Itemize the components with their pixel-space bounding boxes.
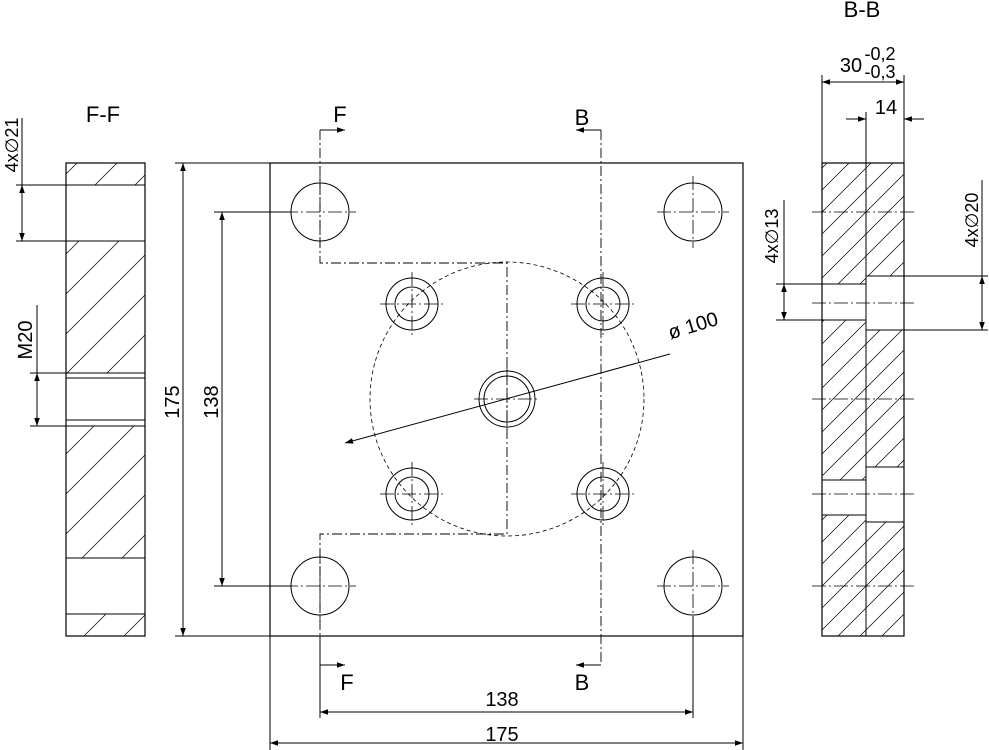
section-ff-view: F-F 4x∅21 M20	[2, 102, 146, 637]
counterbored-hole	[571, 462, 635, 526]
height-overall-dimension: 175	[162, 385, 184, 418]
ff-hatch-lower	[66, 426, 145, 558]
bolt-circle-leader	[344, 353, 671, 444]
bolt-circle-dimension: ø 100	[666, 308, 721, 344]
section-bb-view: B-B 30 -0,2 -0,3 14	[762, 0, 988, 637]
ff-hatch-bottom	[66, 614, 145, 636]
ff-holes-dimension: 4x∅21	[2, 118, 22, 173]
ff-thread-dimension: M20	[15, 321, 37, 360]
section-bb-title: B-B	[844, 0, 881, 22]
width-holes-dimension: 138	[485, 689, 518, 711]
height-holes-dimension: 138	[201, 385, 223, 418]
bb-outline	[821, 162, 905, 637]
plate-outline	[269, 162, 744, 637]
counterbored-hole	[380, 462, 444, 526]
counterbored-hole	[571, 272, 635, 336]
ff-hatch-upper	[66, 241, 145, 373]
bb-hatch	[822, 163, 904, 284]
main-view: F F B B	[162, 102, 744, 750]
ff-hatch-top	[66, 163, 145, 185]
corner-hole	[284, 550, 356, 622]
bb-thickness-lower-tolerance: -0,3	[864, 62, 895, 82]
bb-counterbore-dimension: 4x∅20	[962, 193, 982, 248]
bb-hatch	[822, 320, 904, 480]
corner-hole	[657, 550, 729, 622]
section-mark-b-bottom: B	[575, 670, 590, 695]
section-mark-b-top: B	[575, 105, 590, 130]
section-mark-f-bottom: F	[340, 670, 353, 695]
bolt-circle	[369, 261, 645, 537]
width-overall-dimension: 175	[485, 724, 518, 746]
bb-hatch	[822, 515, 904, 636]
section-ff-title: F-F	[86, 102, 120, 127]
bb-small-holes-dimension: 4x∅13	[762, 209, 782, 264]
bb-counterbore-depth-dimension: 14	[875, 97, 897, 119]
section-mark-f-top: F	[333, 102, 346, 127]
counterbored-hole	[380, 272, 444, 336]
bb-thickness-upper-tolerance: -0,2	[864, 44, 895, 64]
ff-outline	[65, 162, 146, 637]
corner-hole	[284, 176, 356, 248]
bb-thickness-dimension: 30	[840, 55, 862, 77]
corner-hole	[657, 176, 729, 248]
